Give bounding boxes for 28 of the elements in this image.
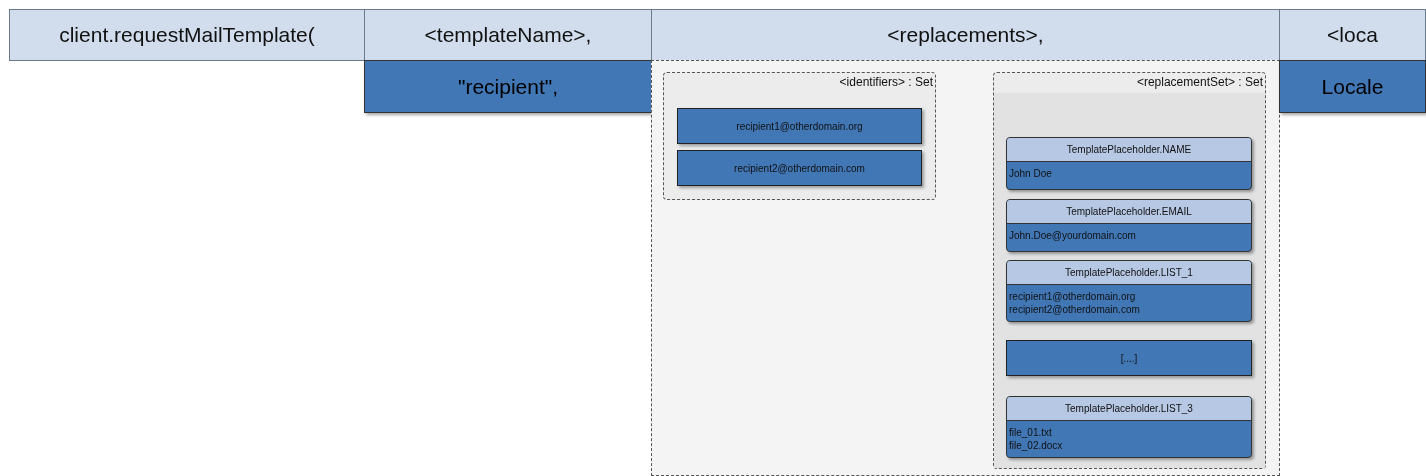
placeholder-value: John.Doe@yourdomain.com (1008, 229, 1137, 242)
value-box: recipient1@otherdomain.org (677, 108, 922, 144)
placeholder-entry (1006, 260, 1252, 322)
parameter-header: <templateName>, (364, 9, 652, 61)
set-label: <replacementSet> : Set (1136, 75, 1263, 89)
placeholder-value: recipient1@otherdomain.org (1008, 290, 1137, 303)
set-container (663, 72, 936, 200)
placeholder-name: TemplatePlaceholder.LIST_1 (1007, 261, 1251, 285)
set-container (993, 72, 1266, 469)
set-label: <identifiers> : Set (839, 75, 933, 89)
placeholder-value: file_01.txt (1008, 426, 1053, 439)
placeholder-value: recipient2@otherdomain.com (1008, 303, 1141, 316)
value-box: [....] (1006, 340, 1252, 376)
placeholder-value: John Doe (1008, 167, 1053, 180)
parameter-header: client.requestMailTemplate( (9, 9, 365, 61)
placeholder-entry (1006, 137, 1252, 190)
value-box: recipient2@otherdomain.com (677, 150, 922, 186)
placeholder-entry (1006, 199, 1252, 252)
placeholder-entry (1006, 396, 1252, 458)
placeholder-name: TemplatePlaceholder.EMAIL (1007, 200, 1251, 224)
parameter-header: <loca (1279, 9, 1426, 61)
parameter-header: <replacements>, (651, 9, 1280, 61)
parameter-value-box: "recipient", (364, 60, 652, 113)
placeholder-name: TemplatePlaceholder.NAME (1007, 138, 1251, 162)
placeholder-value: file_02.docx (1008, 439, 1064, 452)
placeholder-name: TemplatePlaceholder.LIST_3 (1007, 397, 1251, 421)
parameter-value-box: Locale (1279, 60, 1426, 113)
replacements-panel (651, 60, 1280, 476)
